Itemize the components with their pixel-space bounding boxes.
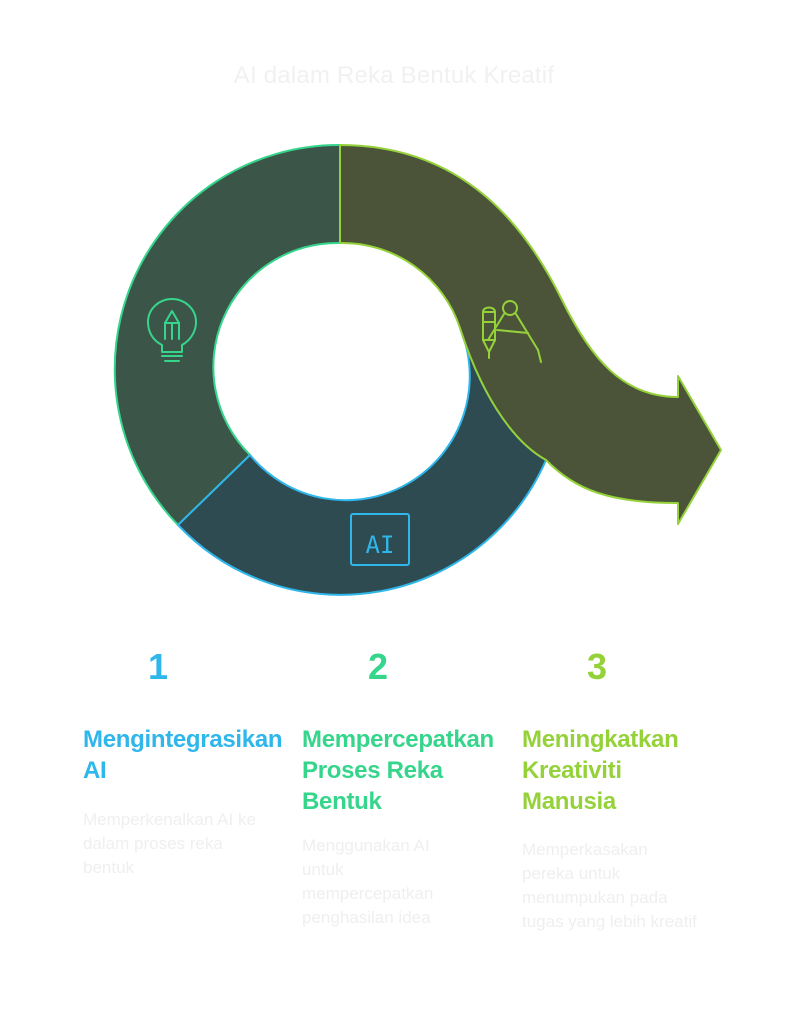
diagram-title: AI dalam Reka Bentuk Kreatif [233, 62, 555, 89]
step-2-number: 2 [367, 646, 389, 687]
step-2-description: Menggunakan AI untuk mempercepatkan peng… [302, 836, 434, 927]
ring-segment-left [113, 143, 341, 526]
ai-chip-icon: AI [350, 513, 410, 566]
step-1-number: 1 [147, 646, 169, 687]
lightbulb-pencil-icon [147, 298, 197, 362]
step-3-title: Meningkatkan Kreativiti Manusia [522, 726, 679, 815]
step-2-title: Mempercepatkan Proses Reka Bentuk [302, 726, 494, 815]
step-1-title: Mengintegrasikan AI [83, 726, 283, 784]
step-1-description: Memperkenalkan AI ke dalam proses reka b… [83, 810, 256, 877]
drawing-tools-icon [482, 300, 542, 363]
arrow-segment [339, 144, 722, 525]
step-3-description: Memperkasakan pereka untuk menumpukan pa… [522, 840, 697, 931]
step-3-number: 3 [586, 646, 608, 687]
ai-chip-label: AI [366, 531, 395, 559]
